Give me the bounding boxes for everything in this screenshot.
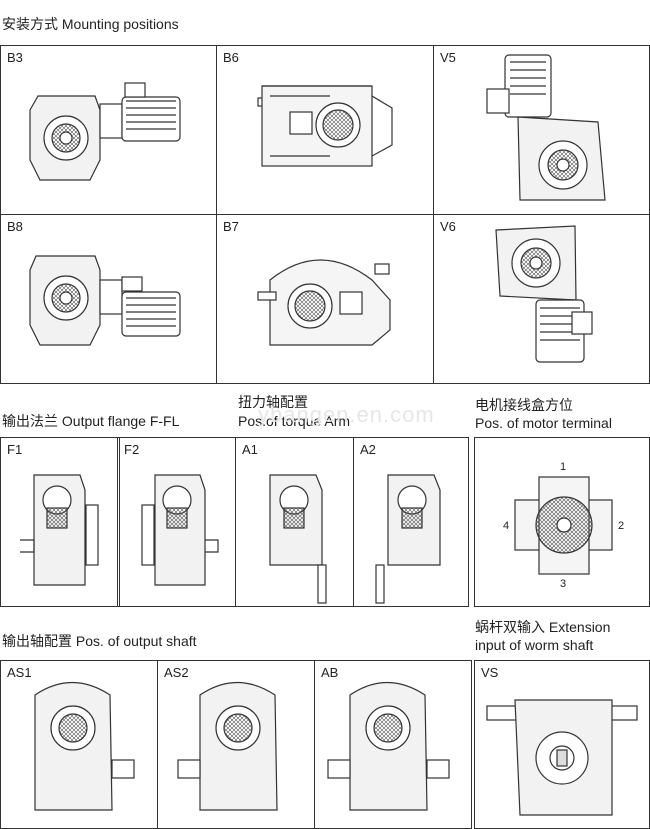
flange-label: F2 — [124, 442, 140, 457]
torque-label: A2 — [360, 442, 376, 457]
shaft-label: VS — [481, 665, 499, 680]
mounting-label: B7 — [223, 219, 239, 234]
watermark: ybangen.en.com — [258, 402, 435, 427]
gearbox-v6-drawing — [495, 225, 593, 363]
mounting-label: V6 — [440, 219, 456, 234]
mounting-label: B8 — [7, 219, 23, 234]
gearbox-a1-drawing — [269, 474, 327, 604]
shaft-label: AS2 — [164, 665, 189, 680]
output-flange-heading: 输出法兰 Output flange F-FL — [2, 413, 180, 429]
gearbox-a2-drawing — [375, 474, 441, 604]
gearbox-as1-drawing — [34, 681, 135, 811]
gearbox-b6-drawing — [257, 85, 393, 167]
gearbox-b7-drawing — [257, 259, 391, 346]
gearbox-v5-drawing — [486, 54, 606, 201]
gearbox-f2-drawing — [141, 474, 219, 586]
gearbox-vs-drawing — [486, 699, 638, 816]
output-shaft-heading: 输出轴配置 Pos. of output shaft — [2, 633, 197, 649]
gearbox-f1-drawing — [20, 474, 99, 586]
terminal-position-4: 4 — [503, 520, 510, 532]
extension-heading-line2: input of worm shaft — [475, 637, 594, 653]
shaft-label: AS1 — [7, 665, 32, 680]
terminal-position-2: 2 — [618, 520, 625, 532]
gearbox-b3-drawing — [29, 82, 181, 181]
shaft-label: AB — [321, 665, 339, 680]
page-title: 安装方式 Mounting positions — [2, 16, 179, 32]
terminal-position-1: 1 — [560, 461, 567, 473]
torque-arm-heading-en: Pos.of torque Arm — [238, 413, 351, 429]
gearbox-ab-drawing — [327, 681, 450, 811]
extension-heading-line1: 蜗杆双输入 Extension — [475, 619, 611, 635]
motor-terminal-drawing — [514, 476, 613, 575]
terminal-position-3: 3 — [560, 578, 567, 590]
gearbox-b8-drawing — [29, 255, 181, 346]
flange-label: F1 — [7, 442, 23, 457]
motor-terminal-heading-en: Pos. of motor terminal — [475, 415, 612, 431]
torque-cell-a2: A2 — [353, 437, 469, 607]
flange-cell-f1: F1 — [0, 437, 120, 607]
motor-terminal-heading-cn: 电机接线盒方位 — [475, 397, 573, 413]
torque-arm-heading-cn: 扭力轴配置 — [238, 394, 308, 410]
mounting-label: B3 — [7, 50, 23, 65]
mounting-label: V5 — [440, 50, 456, 65]
mounting-label: B6 — [223, 50, 239, 65]
torque-label: A1 — [242, 442, 258, 457]
gearbox-as2-drawing — [177, 681, 278, 811]
